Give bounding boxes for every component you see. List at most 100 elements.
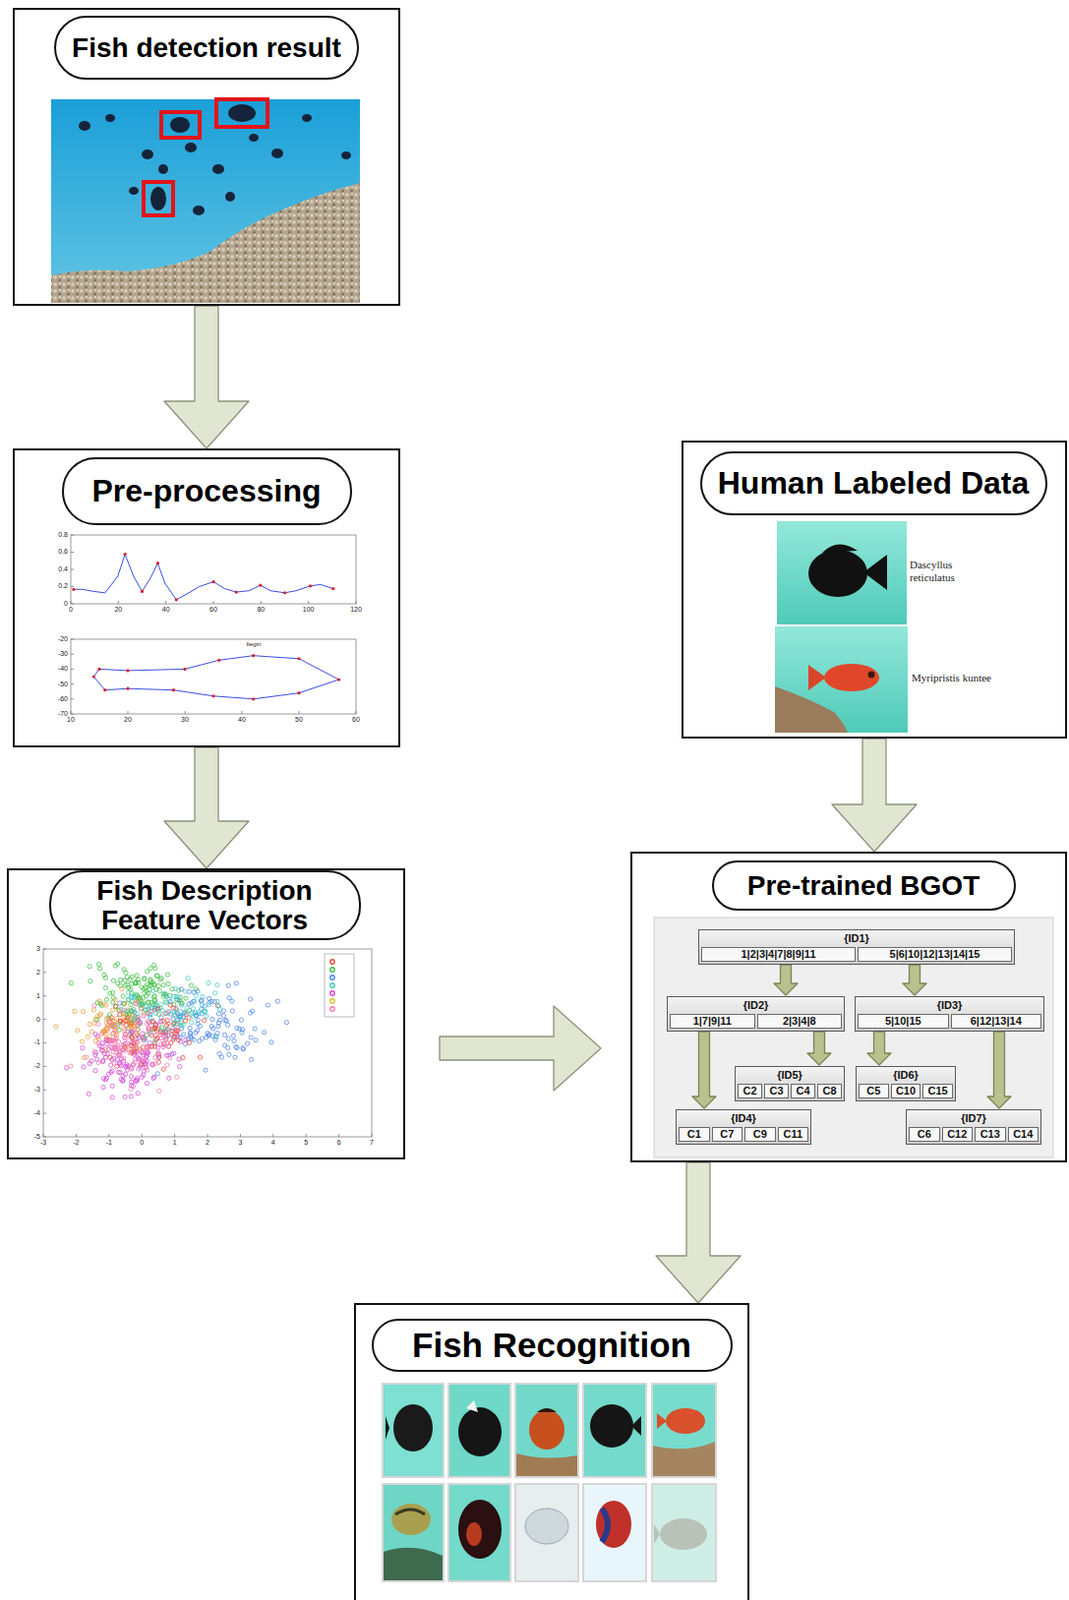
scatter-point — [120, 1073, 125, 1078]
scatter-point — [68, 1064, 73, 1069]
scatter-point — [162, 991, 167, 996]
scatter-point — [118, 1045, 123, 1050]
scatter-point — [166, 1021, 171, 1026]
recognized-fish — [601, 1508, 608, 1543]
scatter-legend — [330, 999, 335, 1004]
labeled-fish-photo — [774, 626, 908, 733]
scatter-point — [158, 1032, 163, 1037]
tree-node-cell: C15 — [922, 1083, 953, 1099]
tick-mark — [307, 600, 309, 604]
scatter-point — [186, 1002, 191, 1007]
underwater-photo — [143, 181, 174, 216]
scatter-point — [144, 1021, 149, 1026]
scatter-point — [111, 990, 116, 995]
underwater-photo — [51, 99, 360, 303]
scatter-point — [84, 1055, 89, 1060]
axis-tick: -30 — [58, 650, 68, 658]
scatter-point — [80, 1046, 85, 1051]
tick-mark — [43, 1042, 47, 1044]
scatter-point — [180, 1014, 185, 1019]
tree-node-cell: C9 — [744, 1127, 776, 1142]
scatter-point — [142, 1058, 147, 1063]
scatter-point — [100, 1040, 105, 1045]
recognized-fish — [525, 1508, 569, 1545]
plot-frame — [43, 534, 372, 1137]
tick-mark — [43, 1018, 47, 1020]
signature-curve — [73, 554, 334, 600]
underwater-photo — [51, 99, 360, 303]
tick-mark — [305, 1133, 307, 1137]
scatter-point — [141, 1050, 146, 1055]
scatter-point — [165, 972, 170, 977]
scatter-point — [153, 1001, 158, 1006]
axis-tick: -50 — [58, 680, 68, 689]
tree-node-cell: C7 — [712, 1127, 744, 1142]
scatter-point — [116, 1069, 120, 1074]
scatter-point — [124, 982, 129, 987]
axis-tick: 40 — [162, 605, 171, 614]
scatter-point — [147, 1005, 152, 1010]
recognized-fish-tile — [583, 1383, 647, 1478]
underwater-photo — [248, 133, 259, 142]
underwater-photo — [170, 117, 190, 133]
scatter-point — [153, 1010, 158, 1015]
underwater-photo — [78, 120, 91, 131]
scatter-point — [108, 1055, 113, 1060]
scatter-point — [96, 1060, 101, 1065]
scatter-point — [206, 1003, 211, 1008]
scatter-point — [129, 1020, 134, 1025]
scatter-point — [147, 1031, 152, 1036]
scatter-point — [180, 1022, 185, 1027]
data-point — [235, 591, 238, 594]
scatter-point — [223, 1032, 228, 1037]
scatter-point — [146, 1000, 151, 1005]
recognized-fish — [395, 1509, 425, 1515]
scatter-point — [237, 1026, 241, 1031]
scatter-point — [219, 1055, 224, 1060]
scatter-point — [111, 1050, 116, 1055]
recognized-fish — [653, 1524, 660, 1545]
tick-mark — [43, 971, 47, 973]
scatter-point — [183, 996, 188, 1001]
scatter-point — [156, 1051, 161, 1056]
scatter-point — [128, 1065, 133, 1069]
scatter-point — [87, 1021, 92, 1026]
scatter-point — [144, 1068, 149, 1072]
tree-node: {ID2}1|7|9|112|3|4|8 — [666, 996, 845, 1032]
scatter-point — [97, 999, 102, 1004]
data-point — [308, 584, 312, 588]
scatter-point — [215, 999, 220, 1004]
underwater-photo — [225, 191, 236, 202]
data-point — [123, 552, 127, 556]
scatter-point — [156, 1022, 161, 1027]
recognized-fish — [385, 1416, 390, 1440]
scatter-point — [101, 1002, 106, 1007]
scatter-point — [118, 1001, 122, 1006]
axis-tick: 80 — [256, 605, 265, 614]
data-point — [125, 687, 129, 691]
scatter-point — [199, 1003, 204, 1008]
scatter-point — [131, 996, 136, 1001]
scatter-point — [72, 1009, 77, 1013]
scatter-point — [151, 995, 156, 1000]
scatter-point — [202, 1018, 207, 1023]
panel-title: Pre-trained BGOT — [712, 860, 1016, 911]
tree-node-cell: C14 — [1008, 1127, 1040, 1142]
axis-tick: -1 — [34, 1038, 41, 1047]
scatter-point — [133, 1002, 138, 1007]
scatter-point — [121, 967, 126, 972]
scatter-point — [124, 1065, 129, 1069]
scatter-point — [140, 996, 145, 1001]
scatter-point — [106, 1071, 111, 1076]
axis-tick: -20 — [58, 635, 68, 644]
tree-node: {ID7}C6C12C13C14 — [905, 1109, 1042, 1145]
scatter-point — [54, 1024, 59, 1029]
recognized-fish — [653, 1441, 715, 1477]
scatter-point — [155, 973, 160, 978]
scatter-point — [168, 1056, 173, 1061]
scatter-point — [122, 1031, 127, 1036]
scatter-point — [157, 1088, 162, 1093]
scatter-point — [111, 1000, 116, 1005]
scatter-point — [68, 981, 73, 986]
scatter-point — [116, 1052, 120, 1057]
